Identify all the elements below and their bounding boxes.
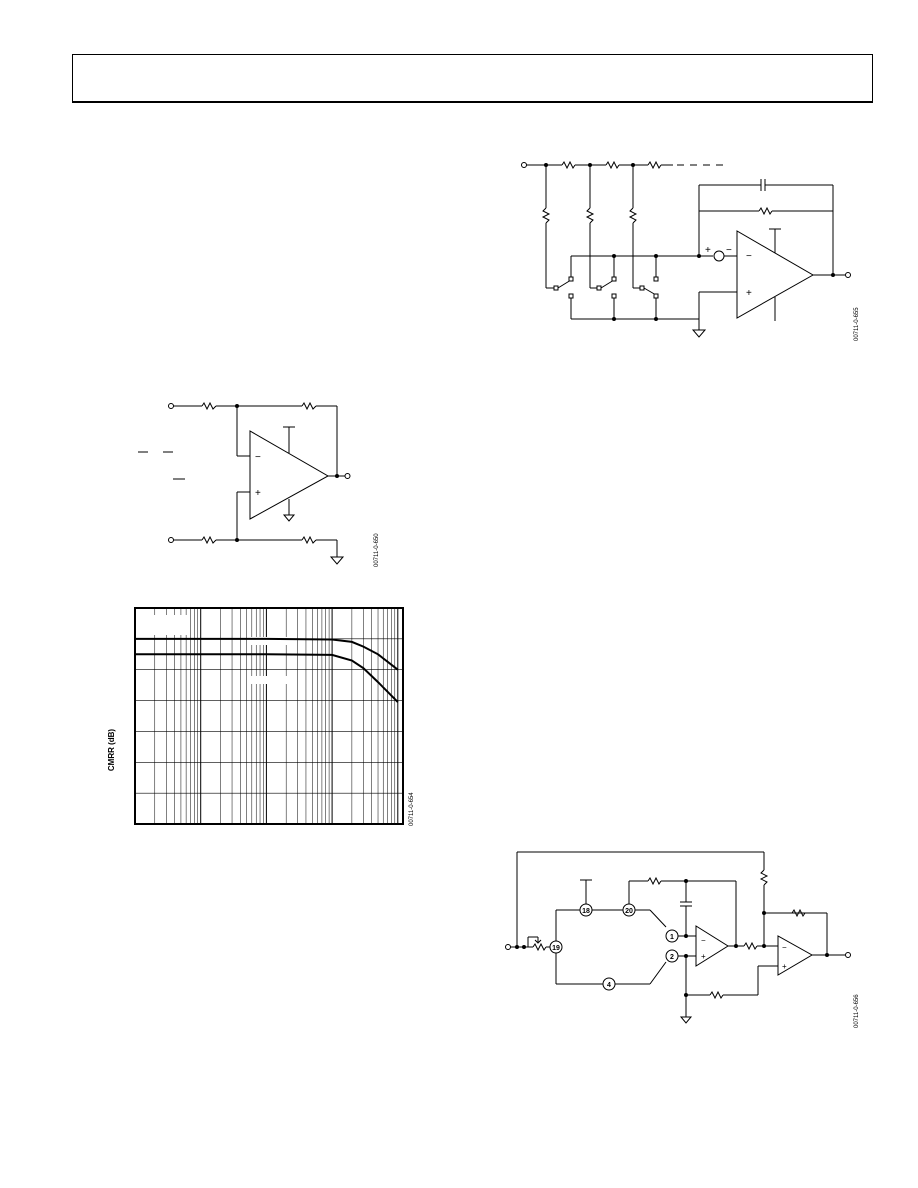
pin-19-label: 19 [552,945,560,952]
diff-amp-schematic: − + 00711-0-650 [138,401,380,567]
pin-18-label: 18 [582,908,590,915]
resistor-r4 [301,535,317,545]
chart-grid [135,608,403,824]
label-blank-area [250,676,290,684]
figure-id-diff-amp: 00711-0-650 [374,533,380,567]
ladder-resistor-1 [561,160,576,170]
amp1-inverting-sign: − [701,936,706,945]
op-amp-1 [695,925,729,967]
noninverting-sign: + [255,488,261,499]
label-blank-area [250,637,290,645]
amp1-noninverting-sign: + [701,952,706,961]
output-terminal [344,473,351,479]
ground-icon [691,329,707,338]
noninverting-sign: + [746,288,752,299]
inverting-sign: − [746,251,752,262]
source-minus: − [726,245,732,256]
ground-resistor [709,990,724,1000]
output-terminal [845,272,851,278]
input-terminal-top [168,403,174,409]
figure-id-bridge: 00711-0-656 [854,994,860,1028]
op-amp-2 [777,935,814,976]
resistor-r3 [201,535,217,545]
source-plus: + [705,245,711,256]
page-header-box [72,54,873,103]
pin-20-label: 20 [625,908,633,915]
figure-id-cmrr: 00711-0-654 [409,792,415,826]
input-terminal-bottom [168,537,174,543]
feedback-resistor-top [759,869,769,886]
amp2-noninverting-sign: + [782,962,787,971]
amp2-inverting-sign: − [782,943,787,952]
y-axis-label: CMRR (dB) [107,729,116,772]
cmrr-chart: CMRR (dB) 00711-0-654 [107,607,415,826]
cmrr-series-line-1 [135,637,399,671]
cmrr-series-line-2 [135,653,399,703]
resistor-r2 [301,401,317,411]
ground-icon [282,514,296,522]
ground-icon [329,556,345,565]
feedback-resistor [758,206,773,216]
plot-frame [134,607,404,825]
output-terminal [845,952,851,958]
figure-id-dac: 00711-0-655 [854,307,860,341]
chart-series-group [135,637,399,703]
op-amp-triangle [249,430,330,520]
input-terminal [521,162,527,168]
bridge-schematic: 18 20 1 2 19 4 − + − + 00711-0-656 [505,851,860,1028]
resistor-r1 [201,401,217,411]
inverting-sign: − [255,452,261,463]
feedback-resistor-right [791,908,806,918]
pin-1-label: 1 [670,934,674,941]
gain-resistor [647,876,662,886]
input-terminal [505,944,511,950]
offset-source [713,250,725,262]
series-resistor [743,941,758,951]
trim-potentiometer [532,942,547,952]
legend-blank-area [138,615,190,635]
dac-ladder-schematic: + − − + 00711-0-655 [521,160,860,341]
ladder-resistor-3 [647,160,662,170]
ladder-resistor-2 [605,160,620,170]
ground-icon [679,1016,693,1024]
pin-4-label: 4 [607,982,611,989]
pin-2-label: 2 [670,954,674,961]
